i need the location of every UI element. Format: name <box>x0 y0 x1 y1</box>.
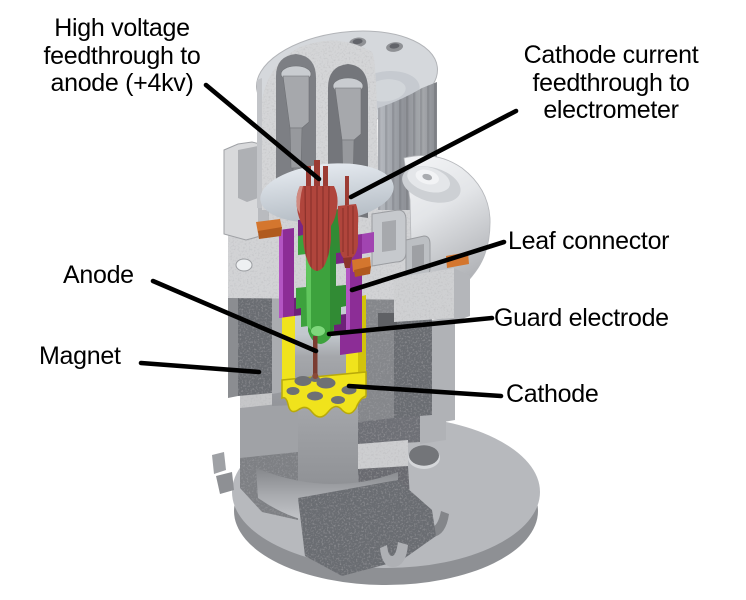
leader-magnet <box>138 360 262 375</box>
orange-connector-tabs <box>256 219 371 277</box>
leader-cathode-current-feedthrough <box>348 108 519 200</box>
label-magnet: Magnet <box>39 342 121 370</box>
leader-lines <box>138 82 519 399</box>
label-cathode: Cathode <box>506 380 599 408</box>
leader-anode <box>150 278 319 354</box>
label-cathode-current-feedthrough: Cathode current feedthrough to electrome… <box>523 41 699 124</box>
connector-housing <box>256 30 438 218</box>
hv-feedthrough-part <box>296 160 338 271</box>
leader-guard-electrode <box>326 315 495 337</box>
small-screw <box>235 258 253 272</box>
label-high-voltage-feedthrough: High voltage feedthrough to anode (+4kv) <box>43 14 201 97</box>
internals <box>256 160 374 418</box>
cathode-plate-holes <box>286 376 357 404</box>
label-guard-electrode: Guard electrode <box>494 304 669 332</box>
label-anode: Anode <box>63 261 134 289</box>
leader-leaf-connector <box>349 239 507 293</box>
port-boss <box>402 166 461 203</box>
leader-high-voltage-feedthrough <box>203 82 322 182</box>
center-bore-wall <box>298 390 358 492</box>
label-leaf-connector: Leaf connector <box>508 227 670 255</box>
magnet-block <box>238 285 283 396</box>
leader-cathode <box>346 383 504 399</box>
outer-shell-right <box>371 155 491 322</box>
anode-wire <box>310 336 320 382</box>
cathode-feedthrough-part <box>337 176 359 268</box>
flange-bolt-hole <box>409 445 439 466</box>
